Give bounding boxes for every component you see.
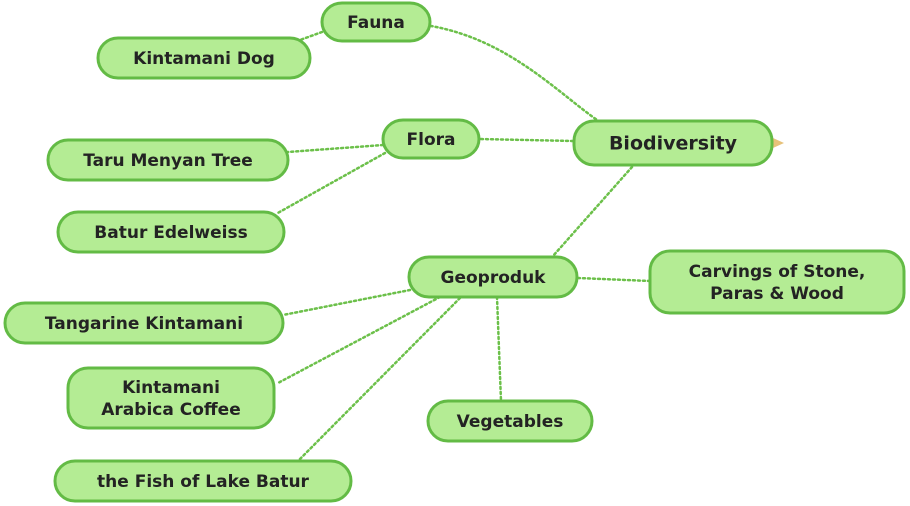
edge-geoproduk-to-fish	[296, 296, 462, 463]
node-shape	[96, 36, 312, 80]
node-shape	[648, 249, 906, 315]
edge-geoproduk-to-carvings	[576, 276, 652, 283]
node-tangarine[interactable]: Tangarine Kintamani	[3, 301, 285, 345]
node-label: the Fish of Lake Batur	[97, 472, 310, 492]
arrow-marker-icon	[773, 138, 784, 148]
edge-flora-to-batur-edelweiss	[274, 151, 387, 216]
node-label: Kintamani Dog	[133, 49, 275, 69]
node-shape	[66, 366, 276, 430]
node-shape	[381, 118, 481, 160]
node-label: Batur Edelweiss	[94, 223, 247, 243]
node-shape	[572, 119, 774, 167]
node-biodiversity[interactable]: Biodiversity	[572, 119, 774, 167]
edge-biodiversity-to-flora	[477, 137, 575, 143]
node-label: Fauna	[347, 13, 405, 33]
node-vegetables[interactable]: Vegetables	[426, 399, 594, 443]
node-geoproduk[interactable]: Geoproduk	[407, 255, 579, 299]
node-label: Geoproduk	[441, 268, 547, 288]
edge-biodiversity-to-fauna	[429, 24, 602, 124]
node-label: Tangarine Kintamani	[45, 314, 243, 334]
node-label: Kintamani	[122, 378, 220, 398]
node-label: Arabica Coffee	[101, 400, 240, 420]
node-label: Flora	[407, 130, 456, 150]
node-batur-edelweiss[interactable]: Batur Edelweiss	[56, 210, 286, 254]
node-label: Vegetables	[457, 412, 564, 432]
node-shape	[3, 301, 285, 345]
edge-flora-to-taru-menyan	[286, 143, 385, 154]
node-shape	[407, 255, 579, 299]
node-label: Paras & Wood	[710, 284, 844, 304]
node-fish[interactable]: the Fish of Lake Batur	[53, 459, 353, 503]
node-label: Taru Menyan Tree	[83, 151, 253, 171]
edge-geoproduk-to-arabica	[276, 295, 442, 385]
node-carvings[interactable]: Carvings of Stone,Paras & Wood	[648, 249, 906, 315]
edge-fauna-to-kintamani-dog	[298, 30, 324, 42]
node-label: Carvings of Stone,	[689, 262, 866, 282]
edge-geoproduk-to-tangarine	[281, 288, 412, 317]
node-shape	[320, 1, 432, 43]
node-shape	[426, 399, 594, 443]
node-taru-menyan[interactable]: Taru Menyan Tree	[46, 138, 290, 182]
node-shape	[53, 459, 353, 503]
node-fauna[interactable]: Fauna	[320, 1, 432, 43]
node-kintamani-dog[interactable]: Kintamani Dog	[96, 36, 312, 80]
node-shape	[56, 210, 286, 254]
node-label: Biodiversity	[609, 133, 738, 155]
edges-layer	[274, 24, 784, 463]
edge-geoproduk-to-vegetables	[495, 295, 503, 403]
node-flora[interactable]: Flora	[381, 118, 481, 160]
node-shape	[46, 138, 290, 182]
edge-biodiversity-to-geoproduk	[551, 165, 634, 258]
